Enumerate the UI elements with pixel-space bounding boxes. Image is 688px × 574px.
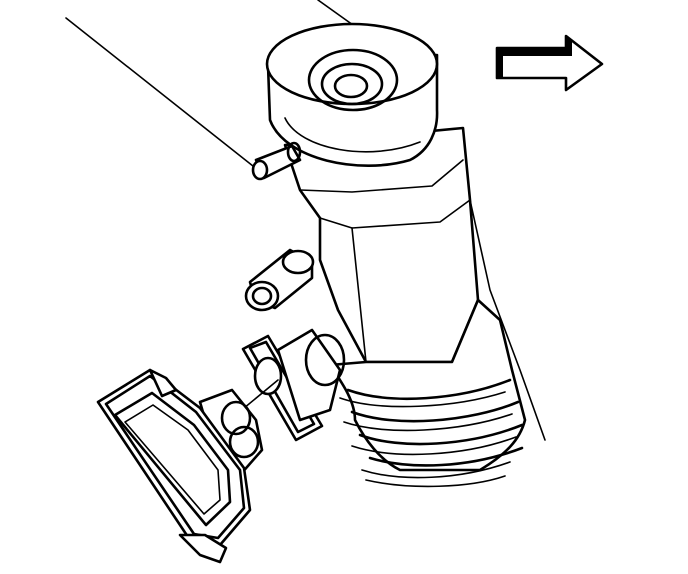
vacuum-nipple-icon: [251, 141, 302, 181]
sensor-grommet-icon: [244, 248, 315, 312]
direction-arrow-icon: [495, 34, 604, 92]
leader-line: [65, 17, 259, 171]
flange-gasket-icon: [241, 328, 346, 442]
air-intake-duct-icon: [265, 0, 546, 488]
sensor-module-icon: [96, 368, 264, 564]
